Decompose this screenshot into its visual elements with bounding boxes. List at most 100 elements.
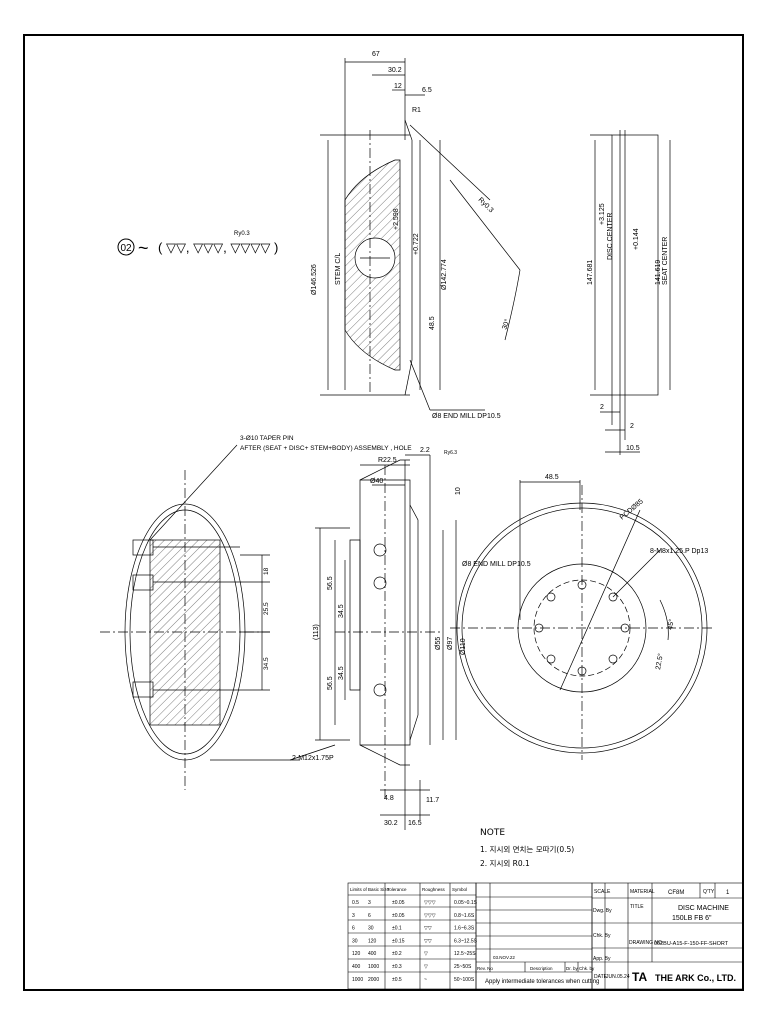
svg-text:03.NOV.22: 03.NOV.22 <box>493 955 515 960</box>
svg-text:R22.5: R22.5 <box>378 457 397 464</box>
tolerance-cell: ±0.05 <box>392 913 405 919</box>
svg-text:56.5: 56.5 <box>327 676 334 690</box>
svg-text:( ▽▽, ▽▽▽, ▽▽▽▽ ): ( ▽▽, ▽▽▽, ▽▽▽▽ ) <box>158 240 278 255</box>
tolerance-cell: 400 <box>368 951 377 957</box>
svg-text:56.5: 56.5 <box>327 576 334 590</box>
thread-callout: 2-M12x1.75P <box>292 755 334 762</box>
company-name: THE ARK Co., LTD. <box>655 973 736 983</box>
svg-text:02: 02 <box>120 243 132 254</box>
tolerance-cell: 6 <box>368 913 371 919</box>
svg-text:Apply intermediate tolerances: Apply intermediate tolerances when cutti… <box>485 979 599 985</box>
tolerance-cell: 120 <box>368 938 377 944</box>
tolerance-cell: ▽▽▽ <box>424 900 436 906</box>
svg-text:+3.125: +3.125 <box>599 203 606 225</box>
svg-text:25.5: 25.5 <box>263 602 270 615</box>
middle-view-dims: R22.5 Ø40 2.2 10 56.5 34.5 (113) 56.5 34… <box>292 447 531 827</box>
tolerance-cell: 3 <box>352 913 355 919</box>
side-view-dims: 147.681 +3.125 +0.144 141.619 DISC CENTE… <box>587 203 669 452</box>
svg-text:141.619: 141.619 <box>655 260 662 285</box>
svg-text:4.8: 4.8 <box>384 795 394 802</box>
tolerance-cell: ▽ <box>424 964 428 970</box>
svg-text:SCALE: SCALE <box>594 889 611 895</box>
svg-text:+2.598: +2.598 <box>393 208 400 230</box>
svg-text:30°: 30° <box>500 318 511 331</box>
surface-finish-callout: 02 ~ ( ▽▽, ▽▽▽, ▽▽▽▽ ) Ry0.3 <box>117 231 278 258</box>
svg-text:CF8M: CF8M <box>668 890 684 896</box>
tolerance-cell: ±0.05 <box>392 900 405 906</box>
svg-text:48.5: 48.5 <box>429 316 436 330</box>
svg-text:Ry6.3: Ry6.3 <box>444 450 457 456</box>
svg-text:10: 10 <box>455 487 462 495</box>
thread-hole-callout: 8-M8x1.25.P Dp13 <box>650 548 708 555</box>
svg-text:2: 2 <box>630 423 634 430</box>
svg-text:Ry0.3: Ry0.3 <box>477 196 495 214</box>
svg-text:Description: Description <box>530 966 553 971</box>
svg-text:1: 1 <box>726 890 730 896</box>
svg-text:~: ~ <box>138 238 149 258</box>
tolerance-cell: ▽▽ <box>424 938 432 944</box>
tolerance-cell: 6 <box>352 926 355 932</box>
svg-text:2.2: 2.2 <box>420 447 430 454</box>
tolerance-cell: 6.3~12.5S <box>454 938 478 944</box>
tolerance-cell: ±0.15 <box>392 938 405 944</box>
svg-text:34.5: 34.5 <box>263 657 270 670</box>
svg-text:11.7: 11.7 <box>426 797 439 804</box>
svg-text:Chk. By: Chk. By <box>593 933 611 939</box>
svg-text:+0.722: +0.722 <box>413 233 420 255</box>
svg-text:Limits of Basic Size: Limits of Basic Size <box>350 887 390 892</box>
svg-text:Ø55: Ø55 <box>435 637 442 650</box>
svg-text:Q'TY: Q'TY <box>703 889 715 895</box>
top-view-dims: 67 30.2 12 6.5 R1 Ø146.526 Ø142.774 +2.5… <box>311 51 512 420</box>
svg-text:Ø142.774: Ø142.774 <box>441 259 448 290</box>
svg-text:+0.144: +0.144 <box>633 228 640 250</box>
tolerance-cell: 30 <box>368 926 374 932</box>
svg-text:2: 2 <box>600 404 604 411</box>
svg-text:TITLE: TITLE <box>630 904 644 910</box>
svg-text:45°: 45° <box>666 618 676 630</box>
tolerance-table <box>347 882 477 990</box>
tolerance-cell: 1.6~6.3S <box>454 926 475 932</box>
tolerance-cell: 12.5~25S <box>454 951 476 957</box>
tolerance-cell: 1000 <box>368 964 379 970</box>
sheet-border <box>23 34 744 991</box>
svg-text:Ø146.526: Ø146.526 <box>311 264 318 295</box>
tolerance-cell: ±0.1 <box>392 926 402 932</box>
tolerance-cell: 30 <box>352 938 358 944</box>
tolerance-cell: 120 <box>352 951 361 957</box>
svg-text:2. 지시외 R0.1: 2. 지시외 R0.1 <box>480 858 530 868</box>
tolerance-cell: 50~100S <box>454 977 475 983</box>
notes-block: NOTE 1. 지시외 면치는 모따기(0.5) 2. 지시외 R0.1 <box>480 828 574 868</box>
svg-text:DATE: DATE <box>594 974 608 980</box>
svg-text:34.5: 34.5 <box>338 604 345 618</box>
svg-text:SEAT CENTER: SEAT CENTER <box>662 237 669 285</box>
tolerance-cell: ▽▽ <box>424 926 432 932</box>
tolerance-cell: ~ <box>424 977 427 983</box>
svg-text:1. 지시외 면치는 모따기(0.5): 1. 지시외 면치는 모따기(0.5) <box>480 844 574 854</box>
tolerance-cell: ▽▽▽ <box>424 913 436 919</box>
revision-text: Rev. No 03.NOV.22 Description Dr. by Chk… <box>477 955 599 985</box>
svg-text:30.2: 30.2 <box>388 67 402 74</box>
svg-text:12: 12 <box>394 83 402 90</box>
svg-text:30.2: 30.2 <box>384 820 398 827</box>
svg-text:Chk. by: Chk. by <box>579 966 595 971</box>
svg-text:DRAWING NO: DRAWING NO <box>629 940 662 946</box>
svg-text:JUN.05.24: JUN.05.24 <box>606 974 630 980</box>
svg-text:Ø97: Ø97 <box>447 637 454 650</box>
tolerance-cell: ±0.2 <box>392 951 402 957</box>
tolerance-table-text: Limits of Basic Size Tolerance Roughness… <box>350 887 467 892</box>
svg-text:16.5: 16.5 <box>408 820 422 827</box>
drawing-title-line1: DISC MACHINE <box>678 905 729 912</box>
svg-text:Dr. by: Dr. by <box>566 966 579 971</box>
svg-text:AFTER (SEAT + DISC+ STEM+BODY): AFTER (SEAT + DISC+ STEM+BODY) ASSEMBLY … <box>240 445 412 452</box>
tolerance-cell: 400 <box>352 964 361 970</box>
svg-text:6.5: 6.5 <box>422 87 432 94</box>
tolerance-cell: 0.8~1.6S <box>454 913 475 919</box>
svg-text:147.681: 147.681 <box>587 260 594 285</box>
svg-text:Ø40: Ø40 <box>370 478 383 485</box>
drawing-title-line2: 150LB FB 6" <box>672 915 712 922</box>
revision-block <box>475 882 593 990</box>
end-mill-callout: Ø8 END MILL DP10.5 <box>432 413 501 420</box>
svg-text:Symbol: Symbol <box>452 887 467 892</box>
